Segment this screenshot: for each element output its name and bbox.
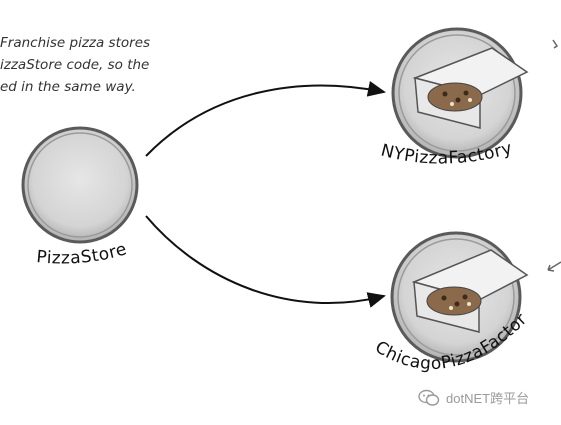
chicago-factory-node bbox=[390, 231, 529, 363]
note-line-3: ed in the same way. bbox=[0, 79, 136, 95]
ny-factory-node bbox=[391, 27, 529, 159]
pizzastore-node bbox=[21, 126, 139, 244]
arrow-to-ny bbox=[145, 80, 386, 157]
edge-mark-arrow bbox=[547, 261, 561, 272]
chicago-pizza-box-icon bbox=[411, 249, 529, 333]
watermark: dotNET跨平台 bbox=[418, 388, 529, 407]
ny-pizza-box-icon bbox=[412, 47, 529, 129]
arrow-to-chicago bbox=[145, 215, 386, 308]
note-line-2: izzaStore code, so the bbox=[0, 57, 150, 73]
note-line-1: Franchise pizza stores bbox=[0, 35, 151, 51]
watermark-text: dotNET跨平台 bbox=[446, 391, 530, 406]
intro-note: Franchise pizza stores izzaStore code, s… bbox=[0, 32, 150, 98]
wechat-icon bbox=[418, 389, 440, 407]
edge-mark-top bbox=[552, 39, 559, 49]
pizzastore-label: PizzaStore bbox=[36, 239, 130, 268]
